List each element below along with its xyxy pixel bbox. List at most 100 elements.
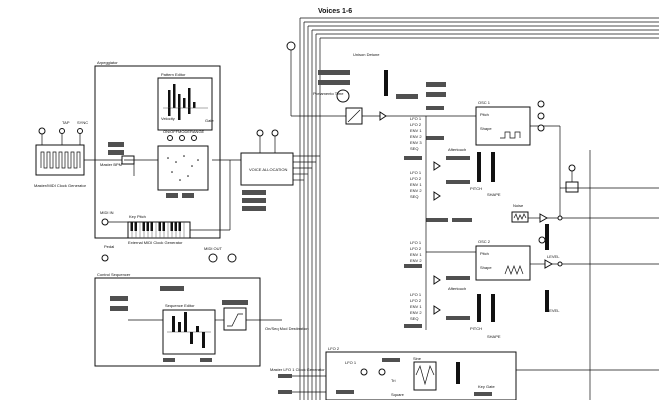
lfo-sync-button[interactable]: [382, 358, 400, 362]
osc1-shape-slider[interactable]: [491, 152, 495, 182]
svg-text:ENV 2: ENV 2: [410, 188, 422, 193]
osc2-shape-slider[interactable]: [491, 294, 495, 322]
osc2-mod-2[interactable]: [452, 218, 472, 222]
pedal-jack[interactable]: [101, 254, 109, 262]
seq-button-2[interactable]: [200, 358, 212, 362]
osc1-ring-button[interactable]: [537, 112, 545, 120]
lfo-rate-knob[interactable]: [360, 368, 368, 376]
pattern-steps: [163, 84, 208, 120]
portamento-knob[interactable]: [336, 89, 350, 103]
tap-label: TAP: [62, 120, 70, 125]
arp-latch-button[interactable]: [108, 150, 124, 155]
lfo-sine: [415, 364, 435, 386]
osc1-mod-1[interactable]: [426, 106, 444, 110]
tap-button[interactable]: [59, 128, 65, 134]
osc1-block: OSC 1 Pitch Shape LFO 1 LFO 2 ENV 1 ENV …: [404, 100, 561, 218]
osc2-level-slider[interactable]: [545, 290, 549, 312]
sequence-steps: [167, 312, 211, 348]
svg-text:ENV 1: ENV 1: [410, 128, 422, 133]
unison-button[interactable]: [242, 198, 266, 203]
osc1-pitch-label: Pitch: [480, 112, 489, 117]
slew-rate-button[interactable]: [222, 300, 248, 305]
noise-level-label: LEVEL: [547, 254, 560, 259]
osc2-mod-3[interactable]: [404, 264, 422, 268]
osc2-pitch-slider[interactable]: [477, 294, 481, 322]
key-tracking-jack[interactable]: [568, 164, 576, 172]
seq-button-1[interactable]: [163, 358, 175, 362]
gate-label: Gate: [205, 118, 214, 123]
pattern-editor-label: Pattern Editor: [161, 72, 186, 77]
noise-level-slider[interactable]: [545, 224, 549, 250]
osc2-shape-text: SHAPE: [487, 334, 501, 339]
mono-button[interactable]: [242, 206, 266, 211]
svg-text:LFO 2: LFO 2: [410, 176, 422, 181]
midi-in-label: MIDI IN: [100, 210, 114, 215]
midi-in-jack[interactable]: [101, 218, 109, 226]
lfo-clock-div[interactable]: [278, 374, 292, 378]
control-sequencer-label: Control Sequencer: [97, 272, 131, 277]
osc2-aftertouch-label: Aftertouch: [448, 286, 466, 291]
lfo-amount-slider[interactable]: [456, 362, 460, 384]
unison-label: Unison Detune: [353, 52, 380, 57]
glide-button[interactable]: [426, 82, 446, 87]
noise-amp: [539, 213, 549, 223]
arp-clock-button[interactable]: [108, 142, 124, 147]
octave-button[interactable]: [396, 94, 418, 99]
midi-thru-jack[interactable]: [227, 253, 237, 263]
porta-button[interactable]: [318, 70, 350, 75]
arp-on-off-knob[interactable]: [167, 135, 173, 141]
osc2-wave: [504, 265, 524, 275]
arp-mode-knob[interactable]: [179, 135, 185, 141]
glide-mode-button[interactable]: [318, 80, 350, 85]
osc1-aftertouch[interactable]: [446, 156, 470, 160]
osc2-aftertouch[interactable]: [446, 276, 470, 280]
osc2-mod-5[interactable]: [446, 316, 470, 320]
seq-on-off-button[interactable]: [160, 286, 184, 291]
osc-octave-button[interactable]: [537, 124, 545, 132]
noise-label: Noise: [513, 203, 524, 208]
arp-mode-label: MODE: [178, 129, 190, 134]
lfo-phase-knob[interactable]: [378, 368, 386, 376]
osc2-pitch-text: PITCH: [470, 326, 482, 331]
osc1-sync-button[interactable]: [537, 100, 545, 108]
master-tune-knob[interactable]: [286, 41, 296, 51]
noise-block: Noise LEVEL: [511, 124, 659, 259]
osc2-mod-6[interactable]: [404, 324, 422, 328]
osc2-mod-1[interactable]: [426, 218, 448, 222]
osc1-mod-5[interactable]: [446, 180, 470, 184]
master-bpm-label: Master BPM: [100, 162, 122, 167]
svg-text:ENV 1: ENV 1: [410, 304, 422, 309]
octave-slider[interactable]: [384, 70, 388, 96]
osc-mode-button[interactable]: [426, 92, 446, 97]
sync-button[interactable]: [77, 128, 83, 134]
lfo-clock-div-2[interactable]: [278, 390, 292, 394]
master-clock-label: Master/MIDI Clock Generator: [34, 183, 87, 188]
usb-jack[interactable]: [271, 129, 279, 137]
seq-clock-divider[interactable]: [110, 306, 128, 311]
osc2-sync-button[interactable]: [538, 236, 546, 244]
aftertouch-label: Aftertouch: [448, 147, 466, 152]
arp-range-knob[interactable]: [191, 135, 197, 141]
velocity-label: Velocity: [161, 116, 175, 121]
poly-button[interactable]: [242, 190, 266, 195]
key-pitch-label: Key Pitch: [129, 214, 146, 219]
osc1-mod-2[interactable]: [426, 136, 444, 140]
midi-out-label: MIDI OUT: [204, 246, 223, 251]
mixer-bus: [557, 150, 659, 400]
midi-out-jack[interactable]: [208, 253, 218, 263]
arp-button-1[interactable]: [166, 193, 178, 198]
lfo-retrig-button[interactable]: [336, 390, 354, 394]
svg-text:LFO 1: LFO 1: [410, 170, 422, 175]
lfo-clock-button[interactable]: [474, 392, 492, 396]
seq-clock-button[interactable]: [110, 296, 128, 301]
osc1-mod-3[interactable]: [404, 156, 422, 160]
svg-text:ENV 2: ENV 2: [410, 134, 422, 139]
osc1-pitch-slider[interactable]: [477, 152, 481, 182]
svg-text:ENV 3: ENV 3: [410, 140, 422, 145]
midi-in-jack-2[interactable]: [256, 129, 264, 137]
lfo-wave-box: [413, 361, 437, 391]
slew-box: [223, 307, 247, 331]
svg-text:LFO 1: LFO 1: [410, 292, 422, 297]
arp-button-2[interactable]: [182, 193, 194, 198]
master-bpm-knob[interactable]: [38, 127, 46, 135]
